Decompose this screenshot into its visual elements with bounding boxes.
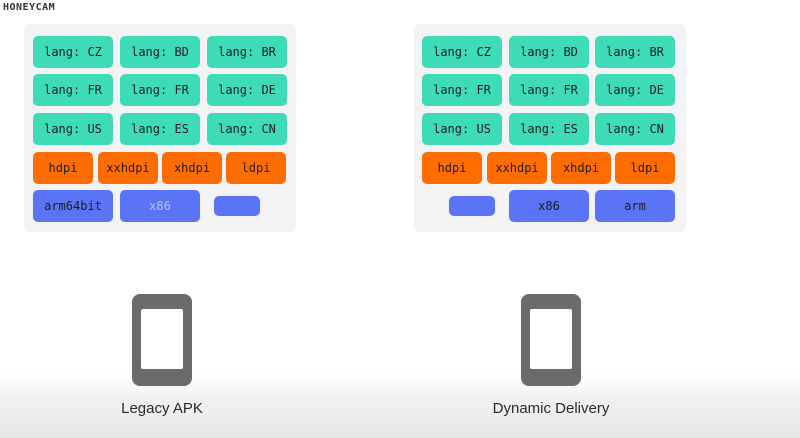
dynamic-density-tile: xhdpi: [551, 152, 611, 184]
dynamic-lang-tile: lang: BD: [509, 36, 589, 68]
dynamic-lang-tile: lang: US: [422, 113, 502, 145]
dynamic-lang-tile: lang: DE: [595, 74, 675, 106]
legacy-lang-tile: lang: CN: [207, 113, 287, 145]
legacy-lang-tile: lang: FR: [120, 74, 200, 106]
legacy-lang-tile: lang: ES: [120, 113, 200, 145]
dynamic-lang-tile: lang: CZ: [422, 36, 502, 68]
dynamic-lang-tile: lang: CN: [595, 113, 675, 145]
dynamic-lang-tile: lang: FR: [422, 74, 502, 106]
legacy-lang-tile: lang: FR: [33, 74, 113, 106]
dynamic-lang-tile: lang: ES: [509, 113, 589, 145]
legacy-lang-tile: lang: CZ: [33, 36, 113, 68]
dynamic-density-tile: ldpi: [615, 152, 675, 184]
legacy-lang-tile: lang: US: [33, 113, 113, 145]
dynamic-lang-tile: lang: FR: [509, 74, 589, 106]
dynamic-density-tile: hdpi: [422, 152, 482, 184]
legacy-lang-tile: lang: BR: [207, 36, 287, 68]
dynamic-abi-tile: arm: [595, 190, 675, 222]
legacy-apk-panel: lang: CZ lang: BD lang: BR lang: FR lang…: [24, 24, 296, 232]
dynamic-lang-tile: lang: BR: [595, 36, 675, 68]
dynamic-delivery-caption: Dynamic Delivery: [492, 400, 610, 417]
legacy-lang-tile: lang: DE: [207, 74, 287, 106]
legacy-lang-tile: lang: BD: [120, 36, 200, 68]
legacy-density-tile: ldpi: [226, 152, 286, 184]
phone-screen: [530, 309, 572, 369]
dynamic-abi-tile-animating: [449, 196, 495, 216]
legacy-density-tile: xhdpi: [162, 152, 222, 184]
dynamic-delivery-panel: lang: CZ lang: BD lang: BR lang: FR lang…: [414, 24, 686, 232]
dynamic-phone-icon: [521, 294, 581, 386]
legacy-apk-caption: Legacy APK: [121, 400, 203, 417]
legacy-density-tile: xxhdpi: [98, 152, 158, 184]
watermark: HONEYCAM: [3, 2, 56, 13]
legacy-density-tile: hdpi: [33, 152, 93, 184]
legacy-abi-tile: arm64bit: [33, 190, 113, 222]
dynamic-density-tile: xxhdpi: [487, 152, 547, 184]
legacy-abi-tile: x86: [120, 190, 200, 222]
legacy-abi-tile-animating: [214, 196, 260, 216]
dynamic-abi-tile: x86: [509, 190, 589, 222]
legacy-phone-icon: [132, 294, 192, 386]
phone-screen: [141, 309, 183, 369]
